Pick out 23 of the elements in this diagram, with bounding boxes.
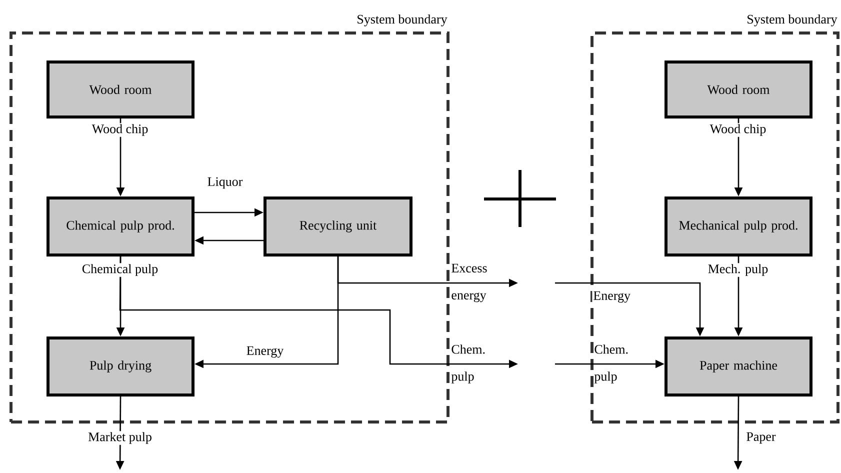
edge-label: Excess energy (452, 264, 487, 302)
edge-label: Chem. pulp (594, 344, 628, 384)
process-box: Pulp drying (46, 336, 194, 396)
edge-label: Energy (592, 290, 632, 304)
process-box: Recycling unit (264, 196, 412, 256)
edge-label: Liquor (206, 176, 244, 190)
boundary-label: System boundary (748, 14, 838, 26)
edge-label: Mech. pulp (706, 263, 770, 277)
process-box: Chemical pulp prod. (46, 196, 194, 256)
edge-label: Chem. pulp (451, 344, 485, 384)
process-box: Wood room (664, 60, 812, 118)
process-box: Mechanical pulp prod. (664, 196, 812, 256)
edge-label: Energy (245, 345, 285, 359)
edge-label: Chemical pulp (80, 263, 160, 277)
process-box: Paper machine (664, 336, 812, 396)
edge-label: Paper (745, 431, 777, 445)
edge-label: Wood chip (90, 123, 150, 137)
edge-label: Wood chip (708, 123, 768, 137)
system-boundary (10, 14, 450, 424)
edge-label: Market pulp (87, 431, 153, 445)
process-box: Wood room (46, 60, 194, 118)
system-boundary (590, 14, 840, 424)
boundary-label: System boundary (358, 14, 448, 26)
